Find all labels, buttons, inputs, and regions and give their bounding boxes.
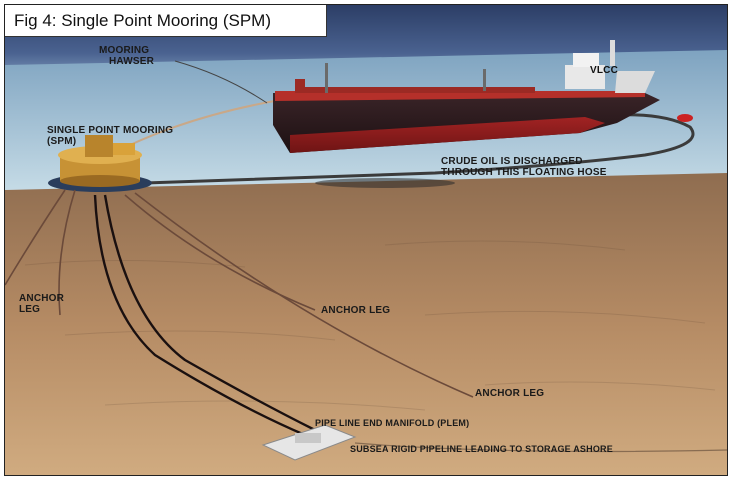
floating-hose [144, 113, 695, 185]
label-plem: PIPE LINE END MANIFOLD (PLEM) [315, 418, 470, 428]
marker-buoy [677, 114, 693, 122]
mooring-hawser-line [129, 99, 281, 146]
label-hose-line1: CRUDE OIL IS DISCHARGED [441, 156, 583, 167]
seabed [5, 173, 727, 475]
label-mooring-hawser-line1: MOORING [99, 45, 150, 56]
label-subsea-pipeline: SUBSEA RIGID PIPELINE LEADING TO STORAGE… [350, 444, 613, 454]
label-anchor-leg-right: ANCHOR LEG [475, 388, 545, 399]
label-hose-line2: THROUGH THIS FLOATING HOSE [441, 167, 607, 178]
spm-diagram [5, 5, 727, 475]
label-anchor-leg-left: ANCHOR LEG [19, 293, 64, 315]
label-anchor-leg-left-line2: LEG [19, 304, 41, 315]
label-spm-line2: (SPM) [47, 136, 77, 147]
spm-buoy [48, 135, 152, 192]
figure-title: Fig 4: Single Point Mooring (SPM) [5, 5, 327, 37]
label-mooring-hawser: MOORING HAWSER [99, 45, 154, 67]
figure-frame: Fig 4: Single Point Mooring (SPM) MOORIN… [4, 4, 728, 476]
label-spm-line1: SINGLE POINT MOORING [47, 125, 174, 136]
riser-hoses [93, 194, 316, 437]
label-anchor-leg-left-line1: ANCHOR [19, 293, 65, 304]
label-mooring-hawser-line2: HAWSER [109, 56, 155, 67]
label-anchor-leg-center: ANCHOR LEG [321, 305, 391, 316]
subsea-pipeline [354, 442, 727, 453]
vlcc-tanker [273, 40, 660, 153]
hawser-leader [174, 60, 268, 104]
anchor-legs [5, 189, 474, 398]
label-floating-hose: CRUDE OIL IS DISCHARGED THROUGH THIS FLO… [441, 156, 607, 178]
label-vlcc: VLCC [590, 65, 619, 76]
plem [261, 424, 357, 461]
seabed-texture [24, 240, 716, 411]
ship-shadow [315, 178, 455, 188]
label-spm: SINGLE POINT MOORING (SPM) [47, 125, 173, 147]
